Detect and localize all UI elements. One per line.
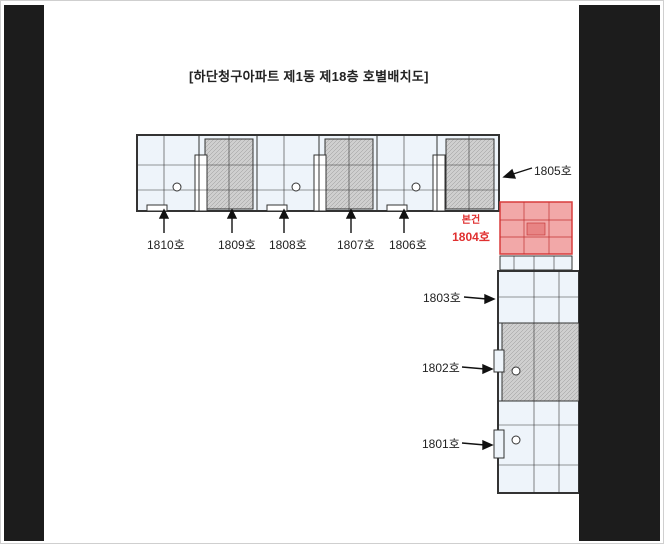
vertical-wing bbox=[493, 270, 579, 494]
main-unit-caption: 본건 bbox=[461, 215, 481, 226]
unit-label-1807: 1807호 bbox=[337, 238, 375, 252]
unit-label-1808: 1808호 bbox=[269, 238, 307, 252]
right-margin-bar bbox=[577, 5, 660, 541]
main-unit-highlight bbox=[499, 201, 573, 255]
main-unit-label: 본건 1804호 bbox=[446, 213, 496, 245]
unit-label-1805: 1805호 bbox=[534, 164, 572, 178]
unit-label-1802: 1802호 bbox=[422, 361, 460, 375]
connector-corridor bbox=[499, 255, 573, 271]
unit-arrows bbox=[158, 167, 533, 451]
horizontal-wing bbox=[136, 134, 500, 212]
unit-label-1801: 1801호 bbox=[422, 437, 460, 451]
unit-label-1806: 1806호 bbox=[389, 238, 427, 252]
document-title: [하단청구아파트 제1동 제18층 호별배치도] bbox=[189, 69, 429, 84]
floor-plan-drawing bbox=[136, 134, 579, 494]
unit-label-1810: 1810호 bbox=[147, 238, 185, 252]
left-margin-bar bbox=[4, 5, 44, 541]
main-unit-number: 1804호 bbox=[452, 230, 490, 244]
unit-label-1803: 1803호 bbox=[423, 291, 461, 305]
unit-label-1809: 1809호 bbox=[218, 238, 256, 252]
document-page: [하단청구아파트 제1동 제18층 호별배치도] bbox=[44, 5, 579, 541]
